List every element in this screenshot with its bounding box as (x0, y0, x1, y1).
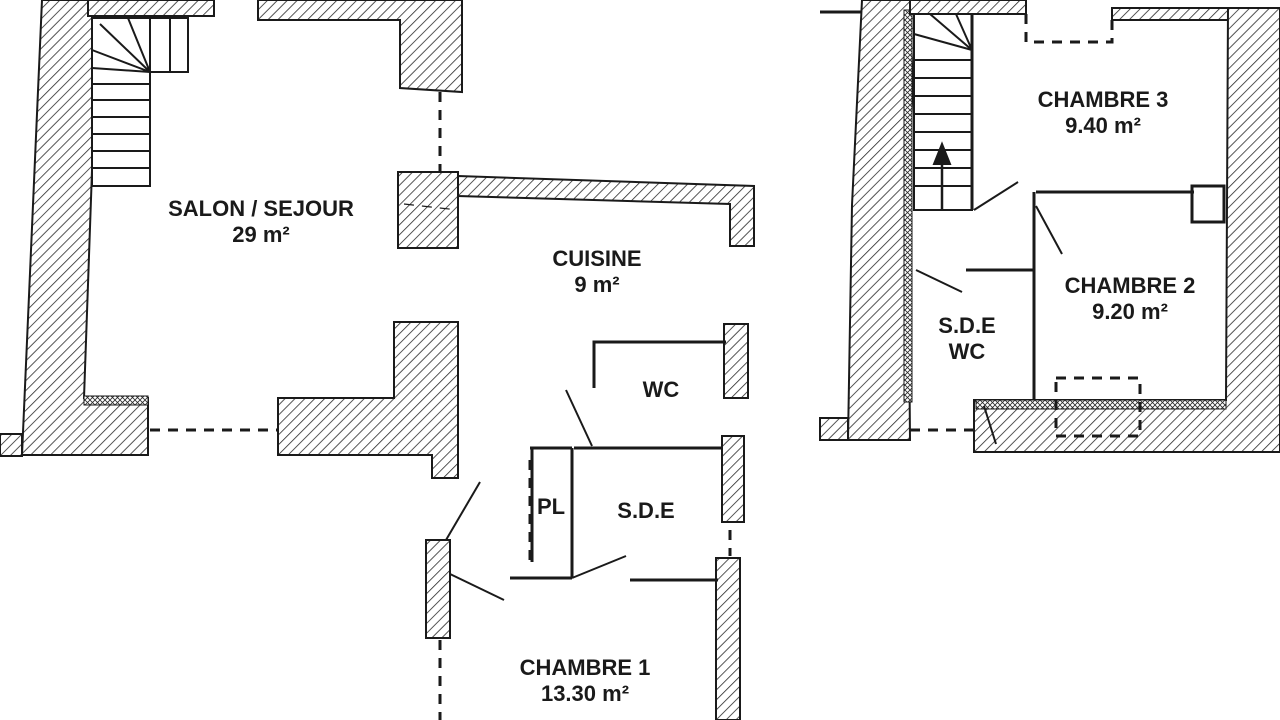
staircase (91, 17, 189, 187)
wall-stub-left (0, 433, 23, 457)
wall-upper-top-right (1111, 7, 1239, 21)
wall-insulation (83, 395, 149, 406)
duct (1190, 184, 1226, 224)
wall-chambre1-east (715, 557, 741, 720)
wall-cuisine-pillar (397, 171, 459, 249)
wall-upper-west (846, 0, 918, 441)
wall-cuisine-north (457, 174, 755, 247)
upper-floor-plan (819, 0, 1280, 453)
upper-staircase (913, 13, 973, 211)
wall-wc-east (723, 323, 749, 399)
wall-stub-right (819, 417, 849, 441)
dashed-openings (150, 92, 732, 720)
wall-central-block (277, 321, 459, 479)
upper-dashed-openings (910, 14, 1142, 438)
upper-partitions (966, 14, 1194, 400)
ground-floor-plan (0, 0, 755, 720)
partitions (510, 340, 726, 582)
wall-sde-east (721, 435, 745, 523)
wall-upper-top-left (909, 0, 1027, 15)
wall-upper-south-insulation (975, 399, 1227, 410)
wall-upper-west-insulation (903, 9, 913, 403)
upper-door-swings (915, 181, 1063, 445)
wall-upper-east (973, 7, 1280, 453)
door-swings (445, 389, 627, 601)
wall-top-left (87, 0, 215, 17)
wall-chambre1-west (425, 539, 451, 639)
wall-top-right (257, 0, 463, 94)
